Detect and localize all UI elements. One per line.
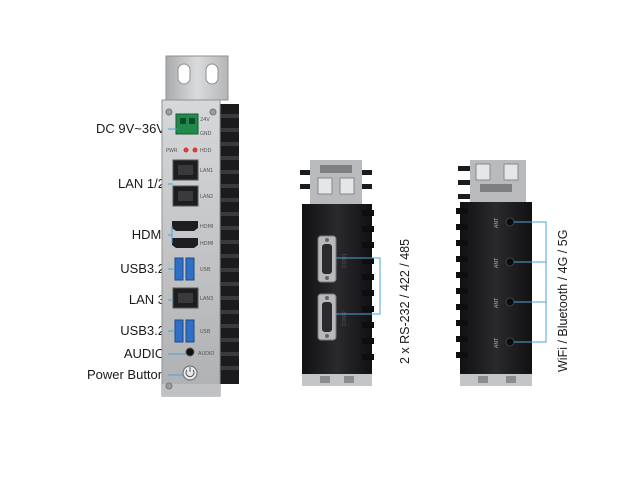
label-ant-3: ANT — [494, 297, 500, 308]
power-button-icon — [182, 365, 198, 381]
label-hdd: HDD — [200, 148, 212, 154]
callout-dc: DC 9V~36V — [95, 121, 165, 136]
label-ant-2: ANT — [494, 257, 500, 268]
callout-usb-top: USB3.2 — [120, 261, 165, 276]
label-pwr: PWR — [166, 148, 178, 154]
antenna-unit: ANT ANT ANT ANT — [456, 160, 547, 386]
label-lan1: LAN1 — [200, 168, 213, 174]
callout-usb-bottom: USB3.2 — [120, 323, 165, 338]
label-gnd: GND — [200, 131, 212, 137]
label-usb1: USB — [200, 267, 211, 273]
label-ant-1: ANT — [494, 217, 500, 228]
label-com2: COM2 — [342, 311, 348, 326]
serial-ports-label: 2 x RS-232 / 422 / 485 — [398, 238, 412, 364]
antenna-callout-line — [514, 221, 547, 343]
label-com1: COM1 — [342, 253, 348, 268]
label-usb2: USB — [200, 329, 211, 335]
callout-power: Power Button — [86, 367, 165, 382]
label-hdmi1: HDMI — [200, 224, 213, 230]
label-hdmi2: HDMI — [200, 241, 213, 247]
label-24v: 24V — [200, 117, 210, 123]
callout-lan12: LAN 1/2 — [118, 176, 165, 191]
serial-unit: COM1 COM2 — [300, 160, 381, 386]
callout-lan3: LAN 3 — [128, 292, 165, 307]
label-ant-4: ANT — [494, 337, 500, 348]
callout-audio: AUDIO — [123, 346, 165, 361]
label-lan3: LAN3 — [200, 296, 213, 302]
callout-hdmi: HDMI — [131, 227, 165, 242]
front-unit: 24V GND PWR HDD LAN1 LAN2 HDMI HDMI USB … — [161, 55, 239, 397]
callout-lines — [168, 128, 186, 376]
label-audio: AUDIO — [198, 351, 214, 357]
serial-callout-line — [336, 257, 381, 315]
antenna-label: WiFi / Bluetooth / 4G / 5G — [556, 229, 570, 372]
label-lan2: LAN2 — [200, 194, 213, 200]
